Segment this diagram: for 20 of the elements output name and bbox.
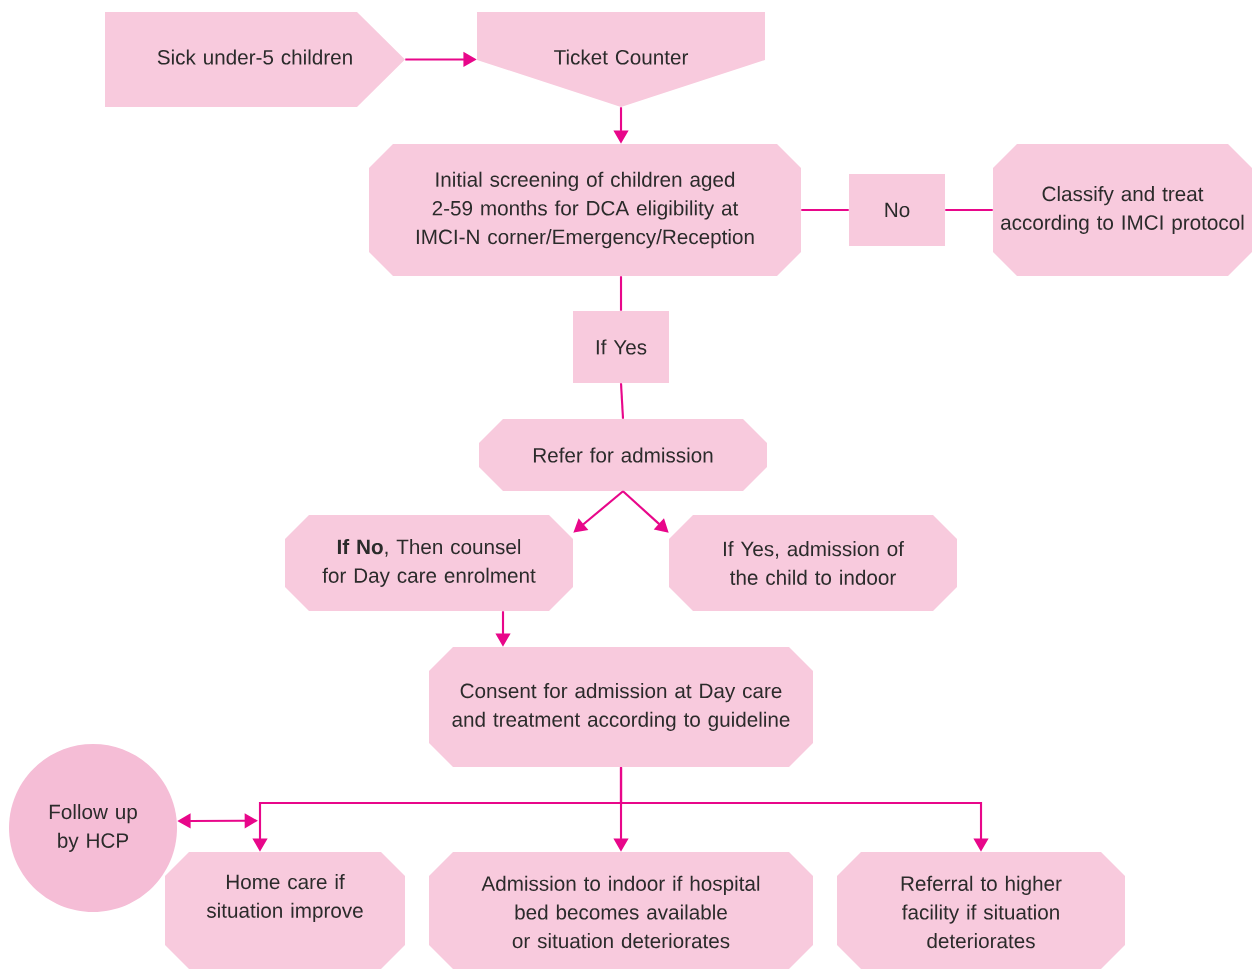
- pentagon-box: Sick under-5 children: [105, 12, 405, 107]
- chevron-box: Ticket Counter: [477, 12, 765, 107]
- process-box: If No, Then counsel for Day care enrolment: [285, 515, 573, 611]
- process-box: Initial screening of children aged 2-59 months for DCA eligibility at IMCI-N corner/Emergency/Reception: [369, 144, 801, 276]
- connector-line: [945, 208, 993, 212]
- connector-line: [619, 383, 625, 419]
- circle-node: Follow up by HCP: [9, 744, 177, 912]
- process-box: If Yes, admission of the child to indoor: [669, 515, 957, 611]
- process-box: Home care if situation improve: [165, 852, 405, 969]
- process-box: Referral to higher facility if situation deteriorates: [837, 852, 1125, 969]
- arrow: [622, 490, 669, 533]
- connector-line: [619, 276, 623, 311]
- arrow: [573, 490, 624, 533]
- process-box: Admission to indoor if hospital bed becomes available or situation deteriorates: [429, 852, 813, 969]
- connector-line: [801, 208, 849, 212]
- decision-label-box: No: [849, 174, 945, 246]
- process-box: Refer for admission: [479, 419, 767, 491]
- process-box: Classify and treat according to IMCI protocol: [993, 144, 1252, 276]
- decision-label-box: If Yes: [573, 311, 669, 383]
- process-box: Consent for admission at Day care and treatment according to guideline: [429, 647, 813, 767]
